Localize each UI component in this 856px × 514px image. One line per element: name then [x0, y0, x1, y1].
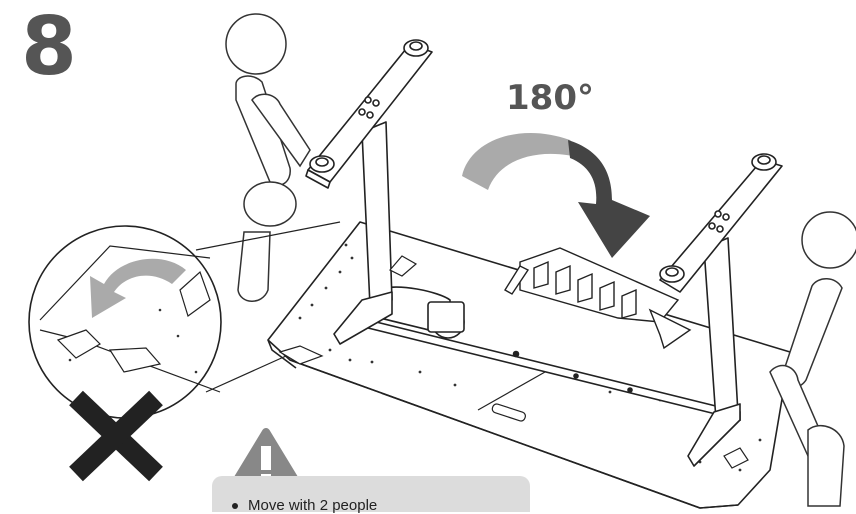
rotation-arrow-tail [462, 132, 588, 190]
person-left-figure [225, 13, 311, 302]
warning-item: Move with 2 people [232, 498, 377, 514]
detail-arrow-icon [90, 258, 186, 318]
detail-callout [28, 221, 341, 419]
bullet-icon [232, 503, 238, 510]
warning-box [212, 476, 530, 512]
front-bracket [389, 255, 418, 277]
rotation-arrow-head [568, 140, 650, 258]
control-box [504, 247, 692, 350]
right-leg [659, 153, 783, 467]
left-leg [305, 39, 433, 345]
prohibited-x-icon [69, 390, 163, 482]
desk-seam [477, 371, 546, 411]
center-bracket [491, 403, 526, 422]
rotation-angle-label: 180° [506, 78, 594, 118]
warning-text: Move with 2 people [248, 497, 378, 514]
handset-clip [278, 345, 749, 469]
step-number: 8 [21, 0, 77, 93]
person-right-figure [769, 211, 856, 507]
